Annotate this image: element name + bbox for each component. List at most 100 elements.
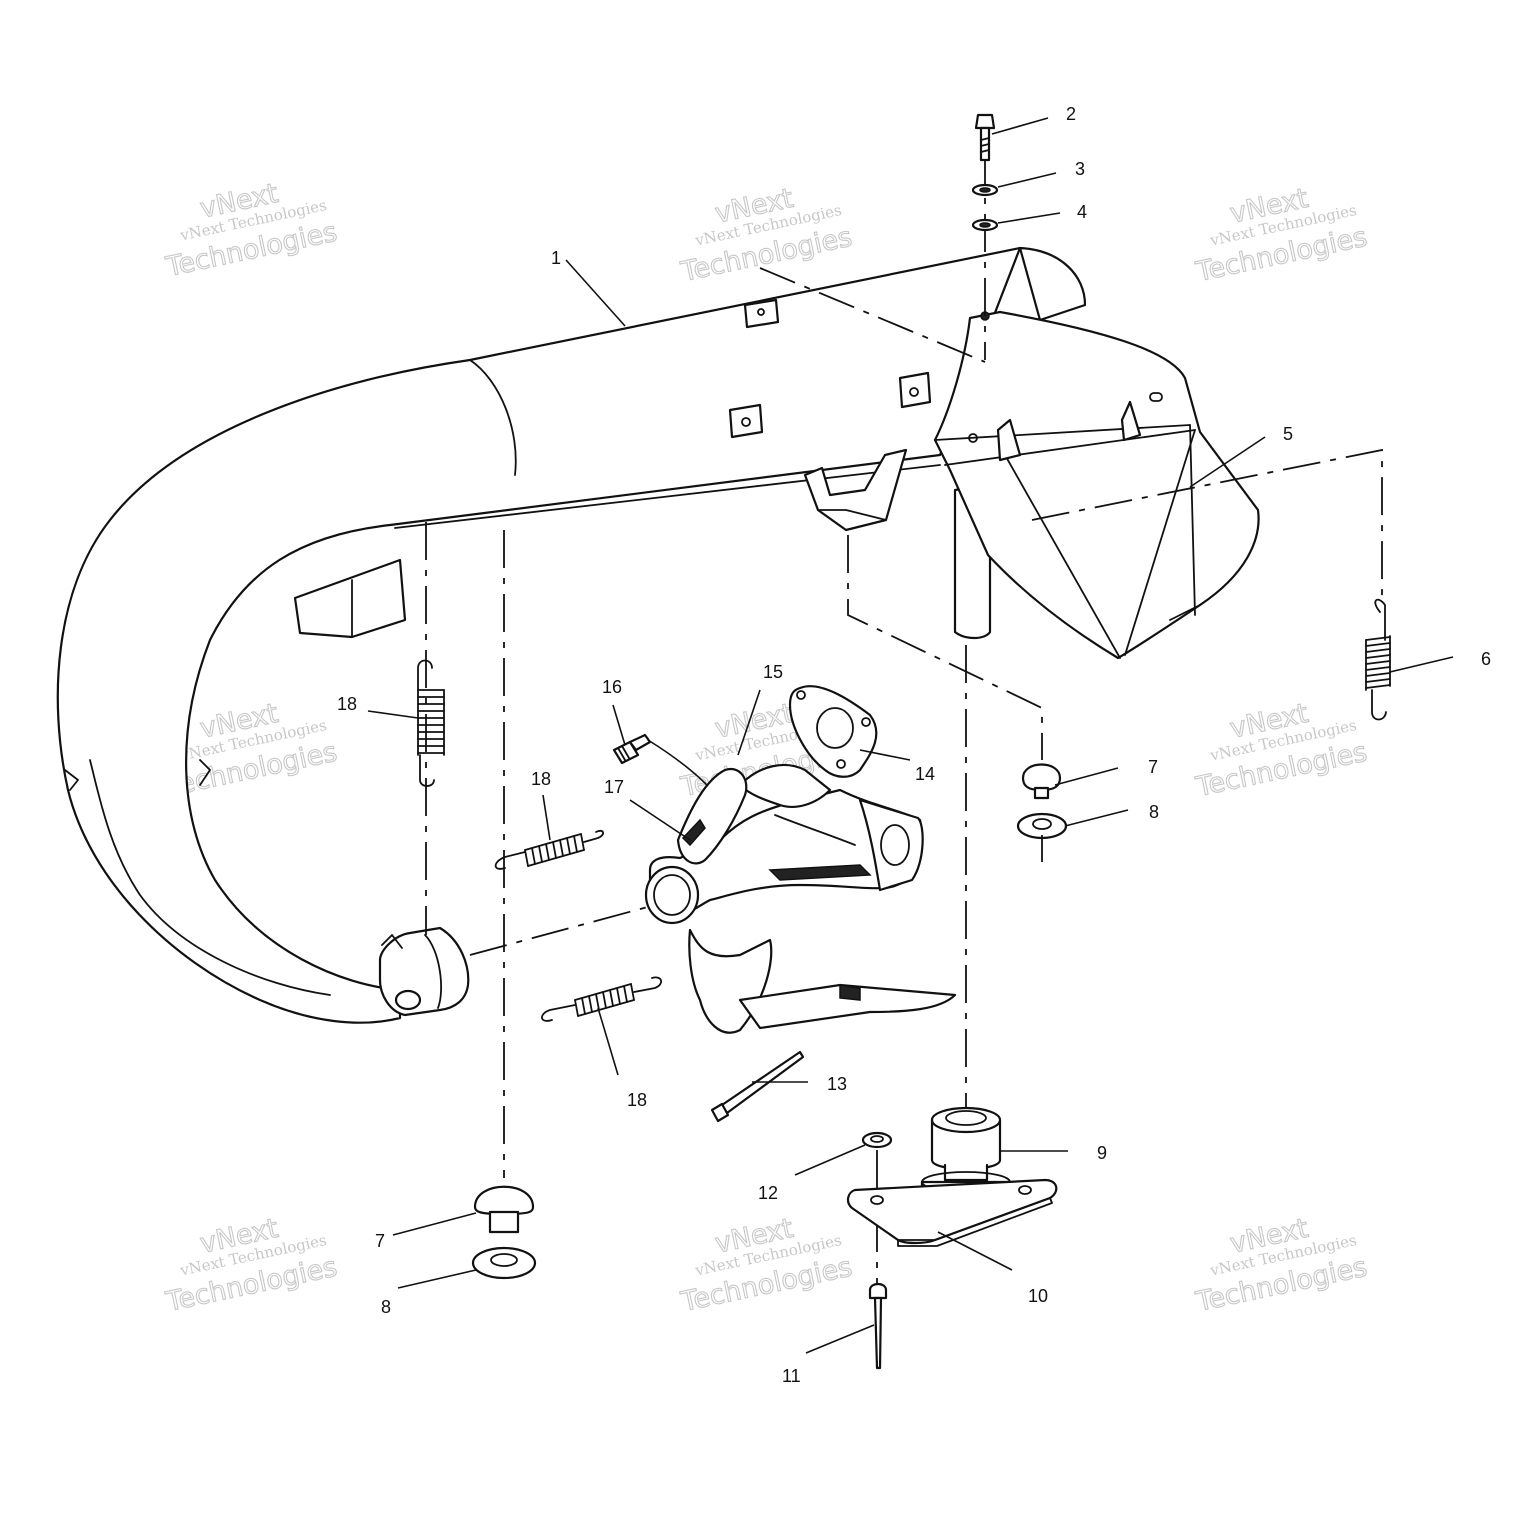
spring-hook-top bbox=[1374, 598, 1386, 641]
washer-ring bbox=[471, 1246, 537, 1280]
leader-1 bbox=[565, 259, 626, 327]
callout-5: 5 bbox=[1283, 424, 1293, 444]
muffler-hole bbox=[968, 433, 978, 443]
callout-11: 11 bbox=[782, 1366, 801, 1386]
leader-17 bbox=[629, 799, 691, 841]
leader-7b bbox=[392, 1212, 477, 1236]
spring-coils bbox=[1365, 636, 1391, 689]
callout-7-upper: 7 bbox=[1148, 757, 1158, 777]
grommet-stem bbox=[488, 1210, 520, 1234]
part-11-rivet[interactable] bbox=[868, 1282, 888, 1370]
callout-17: 17 bbox=[604, 777, 624, 797]
grommet-dome bbox=[1021, 763, 1062, 792]
pipe-section-seam bbox=[469, 359, 517, 476]
part-15-exhaust-manifold[interactable] bbox=[644, 763, 957, 1034]
leader-7a bbox=[1054, 767, 1119, 786]
manifold-outlet-bore bbox=[653, 874, 691, 916]
leader-18b bbox=[542, 794, 551, 841]
muffler-fin bbox=[996, 418, 1022, 462]
part-4-washer[interactable] bbox=[971, 218, 999, 232]
watermark: vNext vNext Technologies Technologies bbox=[677, 1212, 855, 1318]
callout-16: 16 bbox=[602, 677, 622, 697]
callout-4: 4 bbox=[1077, 202, 1087, 222]
washer-ring bbox=[1016, 812, 1068, 840]
callout-7-lower: 7 bbox=[375, 1231, 385, 1251]
spring-coils bbox=[417, 689, 445, 754]
muffler-body bbox=[933, 310, 1260, 660]
muffler-fold-bottom bbox=[1169, 604, 1201, 621]
gasket-bolt-hole bbox=[861, 717, 871, 727]
spring-coils bbox=[574, 983, 635, 1017]
pipe-tab-hole bbox=[757, 308, 765, 316]
pipe-inlet-collar bbox=[378, 926, 470, 1017]
gasket-body bbox=[788, 685, 878, 778]
leader-18a bbox=[367, 710, 419, 719]
callout-14: 14 bbox=[915, 764, 935, 784]
fitting-nipple bbox=[628, 733, 652, 752]
pipe-inlet-spring-tab bbox=[394, 989, 422, 1011]
part-2-bolt[interactable] bbox=[974, 113, 996, 162]
part-1-exhaust-pipe[interactable] bbox=[56, 246, 1087, 1024]
spring-hook-left bbox=[541, 1004, 576, 1022]
assembly-line-tab bbox=[759, 267, 986, 363]
pipe-bend-notch bbox=[64, 769, 79, 791]
washer-hole bbox=[979, 222, 991, 228]
part-13-probe[interactable] bbox=[710, 1050, 805, 1123]
probe-tip bbox=[710, 1102, 730, 1123]
watermark: vNext vNext Technologies Technologies bbox=[1192, 1212, 1370, 1318]
rivet-head bbox=[868, 1282, 888, 1300]
washer-hole bbox=[1032, 818, 1052, 830]
spring-sides bbox=[574, 983, 635, 1017]
pipe-bracket-left bbox=[293, 558, 407, 639]
callout-6: 6 bbox=[1481, 649, 1491, 669]
spring-hook-top bbox=[417, 659, 433, 691]
pipe-inlet-rim bbox=[424, 934, 442, 1009]
washer-ring bbox=[861, 1131, 893, 1149]
washer-hole bbox=[490, 1253, 518, 1267]
mount-plate-hole bbox=[1018, 1185, 1032, 1195]
assembly-line-spring-6 bbox=[1031, 448, 1383, 600]
assembly-line-grommet bbox=[847, 535, 1043, 760]
fitting-thread bbox=[617, 745, 630, 761]
part-18-spring-lower[interactable] bbox=[541, 976, 662, 1022]
watermark: vNext vNext Technologies Technologies bbox=[1192, 697, 1370, 803]
mount-plate-edge bbox=[897, 1197, 1053, 1247]
spring-sides bbox=[417, 689, 445, 756]
manifold-flange bbox=[858, 798, 924, 892]
muffler-fold bbox=[1124, 429, 1196, 656]
mount-plate-body bbox=[846, 1178, 1058, 1245]
pipe-lower-edge bbox=[394, 464, 941, 529]
leader-12 bbox=[794, 1144, 866, 1176]
part-8-washer-right[interactable] bbox=[1016, 812, 1068, 840]
grommet-dome bbox=[473, 1185, 535, 1216]
spring-hook-bottom bbox=[419, 754, 435, 787]
part-6-spring[interactable] bbox=[1365, 598, 1391, 721]
leader-6 bbox=[1389, 656, 1454, 673]
watermark: vNext vNext Technologies Technologies bbox=[677, 182, 855, 288]
part-5-muffler[interactable] bbox=[933, 310, 1260, 660]
part-10-mount-plate[interactable] bbox=[846, 1178, 1058, 1247]
leader-18c bbox=[597, 1007, 619, 1076]
part-18-spring-vertical[interactable] bbox=[417, 659, 445, 787]
part-3-lock-washer[interactable] bbox=[971, 183, 999, 197]
leader-2 bbox=[991, 117, 1049, 135]
part-8-washer-left[interactable] bbox=[471, 1246, 537, 1280]
muffler-fold bbox=[1004, 454, 1121, 659]
part-14-gasket[interactable] bbox=[788, 685, 878, 778]
manifold-lower-shadow bbox=[839, 984, 861, 1001]
leader-14 bbox=[859, 749, 911, 761]
part-7-grommet-right[interactable] bbox=[1021, 763, 1062, 800]
callout-2: 2 bbox=[1066, 104, 1076, 124]
rivet-shank bbox=[873, 1296, 883, 1370]
watermark: vNext vNext Technologies Technologies bbox=[162, 1212, 340, 1318]
part-18-spring-middle[interactable] bbox=[494, 829, 604, 870]
part-7-grommet-left[interactable] bbox=[473, 1185, 535, 1234]
part-16-fitting[interactable] bbox=[612, 733, 652, 765]
watermark: vNext vNext Technologies Technologies bbox=[1192, 182, 1370, 288]
part-12-washer[interactable] bbox=[861, 1131, 893, 1149]
gasket-bolt-hole bbox=[796, 690, 806, 700]
bolt-thread bbox=[980, 137, 990, 153]
callout-13: 13 bbox=[827, 1074, 847, 1094]
